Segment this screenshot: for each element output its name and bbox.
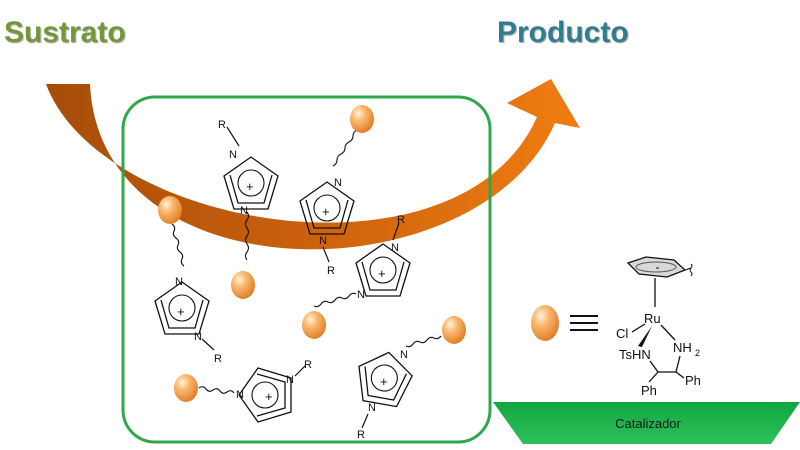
- ring-charge: +: [265, 389, 273, 404]
- ring-nitrogen: N: [236, 389, 244, 401]
- ring-charge: +: [246, 179, 254, 194]
- catalyst-platform-label: Catalizador: [615, 416, 681, 431]
- ring-nitrogen: N: [334, 177, 342, 189]
- phenyl-right-label: Ph: [685, 373, 701, 388]
- ring-charge: +: [177, 304, 185, 319]
- substituent-r: R: [304, 359, 312, 371]
- substituent-r: R: [214, 353, 222, 365]
- ring-nitrogen: N: [368, 402, 376, 414]
- reactor-box: [121, 95, 492, 444]
- ring-nitrogen: N: [357, 289, 365, 301]
- chloride-label: Cl: [616, 326, 628, 341]
- phenyl-left-label: Ph: [641, 383, 657, 398]
- substituent-r: R: [397, 214, 405, 226]
- ring-nitrogen: N: [286, 374, 294, 386]
- legend-bead: [531, 305, 559, 341]
- ring-charge: +: [378, 266, 386, 281]
- catalyst-bead: [442, 316, 466, 344]
- substituent-r: R: [218, 119, 226, 131]
- catalyst-platform: [493, 402, 800, 444]
- amine-label: NH: [673, 340, 692, 355]
- catalyst-bead: [302, 311, 326, 339]
- ring-nitrogen: N: [229, 149, 237, 161]
- ring-nitrogen: N: [319, 235, 327, 247]
- imidazolium-cation-6: N N + R: [352, 335, 442, 441]
- ruthenium-label: Ru: [644, 311, 661, 326]
- ring-charge: +: [322, 204, 330, 219]
- imidazolium-cation-4: N N + R: [154, 223, 222, 365]
- imidazolium-cation-3: R N N +: [313, 214, 411, 308]
- product-label: Producto: [497, 16, 629, 49]
- ring-nitrogen: N: [240, 205, 248, 217]
- equivalence-sign: [570, 315, 598, 331]
- substituent-r: R: [327, 265, 335, 277]
- catalyst-bead: [158, 196, 182, 224]
- ring-nitrogen: N: [400, 349, 408, 361]
- tosylamide-label: TsHN: [619, 347, 651, 362]
- catalyst-bead: [174, 374, 198, 402]
- ring-charge: +: [380, 374, 388, 389]
- catalyst-bead: [350, 105, 374, 133]
- imidazolium-cation-2: N N + R: [299, 129, 358, 277]
- ru-catalyst-structure: Ru Cl TsHN NH 2 Ph Ph: [616, 256, 701, 398]
- imidazolium-cation-5: N N + R: [198, 359, 312, 423]
- substituent-r: R: [357, 429, 365, 441]
- imidazolium-cation-1: R N N +: [218, 119, 279, 261]
- catalyst-bead: [231, 271, 255, 299]
- ring-nitrogen: N: [175, 276, 183, 288]
- amine-subscript: 2: [695, 348, 700, 358]
- ring-nitrogen: N: [391, 242, 399, 254]
- ring-nitrogen: N: [194, 331, 202, 343]
- substrate-label: Sustrato: [4, 16, 126, 49]
